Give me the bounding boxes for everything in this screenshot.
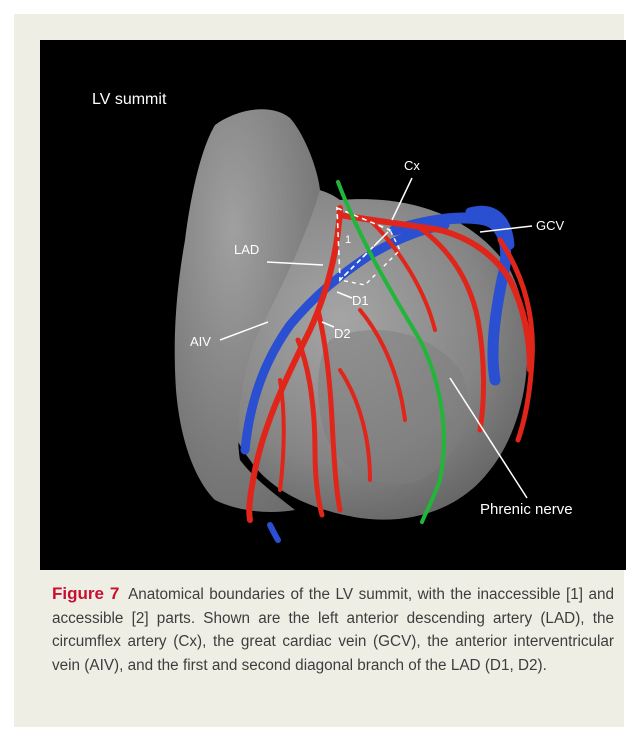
label-lad: LAD [234,242,259,257]
label-region-1: 1 [345,234,351,246]
label-aiv: AIV [190,334,211,349]
figure-label: Figure 7 [52,584,119,603]
label-d1: D1 [352,293,369,308]
heart-illustration: LV summit Cx GCV LAD 1 D1 AIV D2 Phrenic… [40,40,626,570]
figure-frame: LV summit Cx GCV LAD 1 D1 AIV D2 Phrenic… [14,14,624,727]
label-gcv: GCV [536,218,565,233]
heart-diagram: LV summit Cx GCV LAD 1 D1 AIV D2 Phrenic… [40,40,626,570]
caption-text: Anatomical boundaries of the LV summit, … [52,586,614,674]
panel-title: LV summit [92,91,167,108]
figure-caption: Figure 7 Anatomical boundaries of the LV… [52,582,614,677]
label-phrenic-nerve: Phrenic nerve [480,501,573,518]
label-d2: D2 [334,326,351,341]
lower-vein-stub [270,525,278,540]
label-cx: Cx [404,158,420,173]
